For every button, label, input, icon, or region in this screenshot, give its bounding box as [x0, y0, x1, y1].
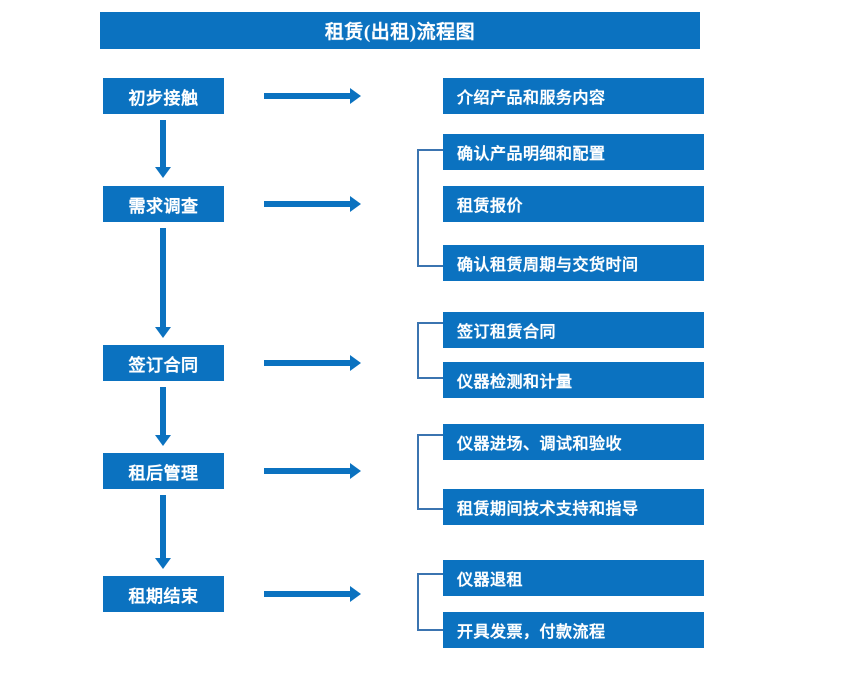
detail-box-instrument-return[interactable]: 仪器退租	[443, 560, 704, 596]
right-arrow-icon-2	[264, 196, 361, 212]
stage-box-needs-survey[interactable]: 需求调查	[103, 186, 224, 222]
detail-box-invoice-payment[interactable]: 开具发票，付款流程	[443, 612, 704, 648]
detail-box-rental-quote[interactable]: 租赁报价	[443, 186, 704, 222]
stage-box-post-rental-management[interactable]: 租后管理	[103, 453, 224, 489]
group-bracket-post-rental	[417, 434, 443, 510]
detail-box-introduce-products[interactable]: 介绍产品和服务内容	[443, 78, 704, 114]
down-arrow-icon-2	[155, 228, 171, 338]
detail-box-sign-rental-contract[interactable]: 签订租赁合同	[443, 312, 704, 348]
down-arrow-icon-1	[155, 120, 171, 178]
detail-box-technical-support[interactable]: 租赁期间技术支持和指导	[443, 489, 704, 525]
right-arrow-icon-1	[264, 88, 361, 104]
group-bracket-needs-survey	[417, 149, 443, 267]
group-bracket-sign-contract	[417, 322, 443, 379]
right-arrow-icon-3	[264, 355, 361, 371]
right-arrow-icon-4	[264, 463, 361, 479]
detail-box-instrument-delivery-commissioning[interactable]: 仪器进场、调试和验收	[443, 424, 704, 460]
detail-box-instrument-inspection[interactable]: 仪器检测和计量	[443, 362, 704, 398]
detail-box-confirm-specs[interactable]: 确认产品明细和配置	[443, 134, 704, 170]
group-bracket-rental-end	[417, 573, 443, 631]
stage-box-sign-contract[interactable]: 签订合同	[103, 345, 224, 381]
stage-box-rental-end[interactable]: 租期结束	[103, 576, 224, 612]
down-arrow-icon-3	[155, 387, 171, 446]
diagram-title: 租赁(出租)流程图	[100, 12, 700, 49]
right-arrow-icon-5	[264, 586, 361, 602]
stage-box-initial-contact[interactable]: 初步接触	[103, 78, 224, 114]
detail-box-confirm-period-delivery[interactable]: 确认租赁周期与交货时间	[443, 245, 704, 281]
down-arrow-icon-4	[155, 495, 171, 569]
